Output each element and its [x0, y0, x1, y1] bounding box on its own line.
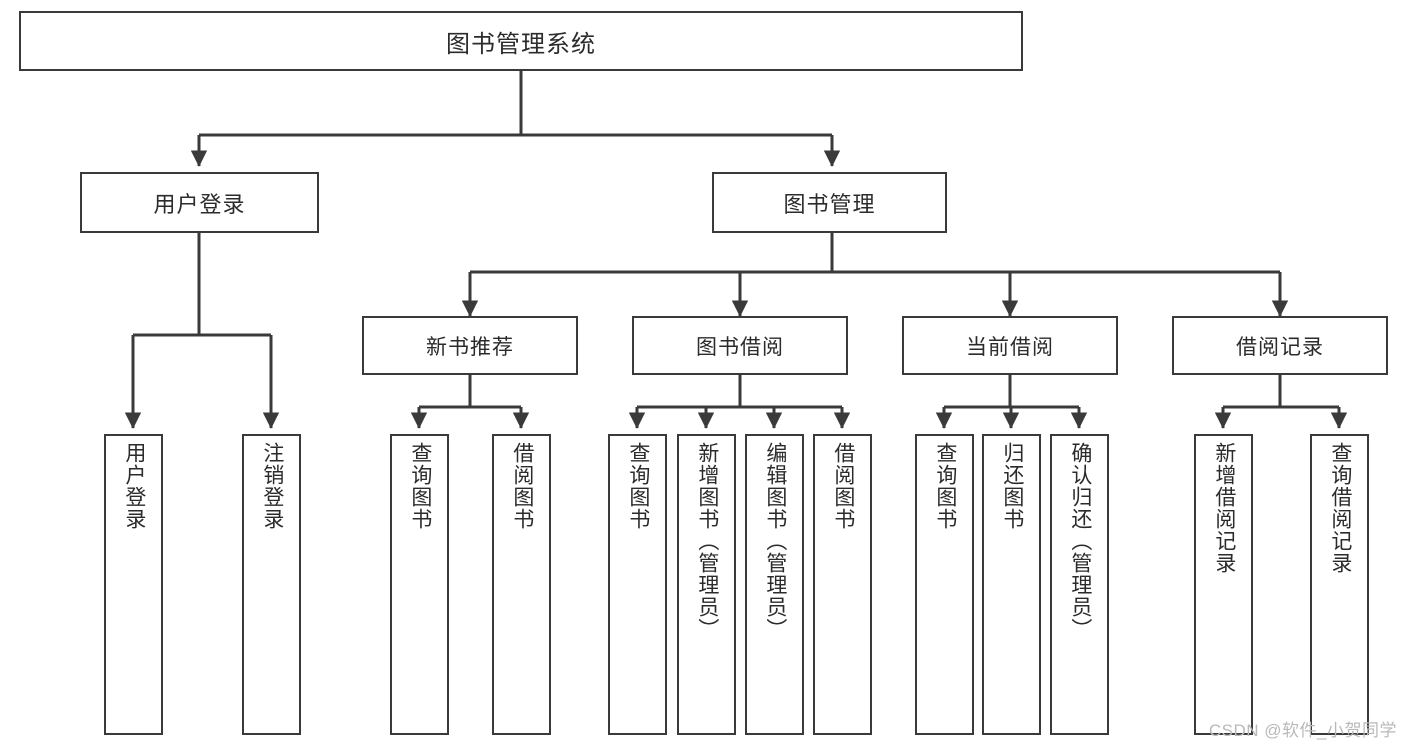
node-leaf-return-book[interactable]: 归还图书: [982, 434, 1041, 735]
node-leaf-query-record-label: 查询借阅记录: [1328, 442, 1352, 574]
node-leaf-query-book-2-label: 查询图书: [626, 442, 650, 530]
node-leaf-query-book-1-label: 查询图书: [408, 442, 432, 530]
node-leaf-add-record[interactable]: 新增借阅记录: [1194, 434, 1253, 735]
node-current-borrow[interactable]: 当前借阅: [902, 316, 1118, 375]
node-borrow-record-label: 借阅记录: [1236, 335, 1324, 359]
node-user-login-label: 用户登录: [153, 191, 246, 217]
node-borrow-record[interactable]: 借阅记录: [1172, 316, 1388, 375]
node-leaf-borrow-book-2-label: 借阅图书: [831, 442, 855, 530]
node-leaf-logout-label: 注销登录: [260, 442, 284, 530]
node-book-manage-label: 图书管理: [783, 191, 876, 217]
node-leaf-add-book-label: 新增图书（管理员）: [695, 442, 719, 640]
node-new-book-recommend[interactable]: 新书推荐: [362, 316, 578, 375]
node-leaf-borrow-book-1[interactable]: 借阅图书: [492, 434, 551, 735]
node-leaf-add-book[interactable]: 新增图书（管理员）: [677, 434, 736, 735]
watermark-text: CSDN @软件_小贺同学: [1208, 721, 1397, 740]
node-leaf-confirm-return[interactable]: 确认归还（管理员）: [1050, 434, 1109, 735]
node-leaf-borrow-book-1-label: 借阅图书: [510, 442, 534, 530]
node-root[interactable]: 图书管理系统: [19, 11, 1023, 71]
node-leaf-edit-book-label: 编辑图书（管理员）: [763, 442, 787, 640]
node-leaf-return-book-label: 归还图书: [1000, 442, 1024, 530]
node-leaf-add-record-label: 新增借阅记录: [1212, 442, 1236, 574]
node-user-login[interactable]: 用户登录: [80, 172, 319, 233]
node-current-borrow-label: 当前借阅: [966, 335, 1054, 359]
node-root-label: 图书管理系统: [446, 30, 596, 58]
node-leaf-query-book-3[interactable]: 查询图书: [915, 434, 974, 735]
node-leaf-user-login-label: 用户登录: [122, 442, 146, 530]
node-book-borrow-label: 图书借阅: [696, 335, 784, 359]
node-leaf-query-book-2[interactable]: 查询图书: [608, 434, 667, 735]
node-leaf-confirm-return-label: 确认归还（管理员）: [1068, 442, 1092, 640]
node-leaf-query-book-3-label: 查询图书: [933, 442, 957, 530]
node-leaf-query-book-1[interactable]: 查询图书: [390, 434, 449, 735]
node-leaf-user-login[interactable]: 用户登录: [104, 434, 163, 735]
node-leaf-edit-book[interactable]: 编辑图书（管理员）: [745, 434, 804, 735]
node-leaf-query-record[interactable]: 查询借阅记录: [1310, 434, 1369, 735]
node-leaf-logout[interactable]: 注销登录: [242, 434, 301, 735]
node-book-borrow[interactable]: 图书借阅: [632, 316, 848, 375]
node-new-book-recommend-label: 新书推荐: [426, 335, 514, 359]
node-book-manage[interactable]: 图书管理: [712, 172, 947, 233]
node-leaf-borrow-book-2[interactable]: 借阅图书: [813, 434, 872, 735]
